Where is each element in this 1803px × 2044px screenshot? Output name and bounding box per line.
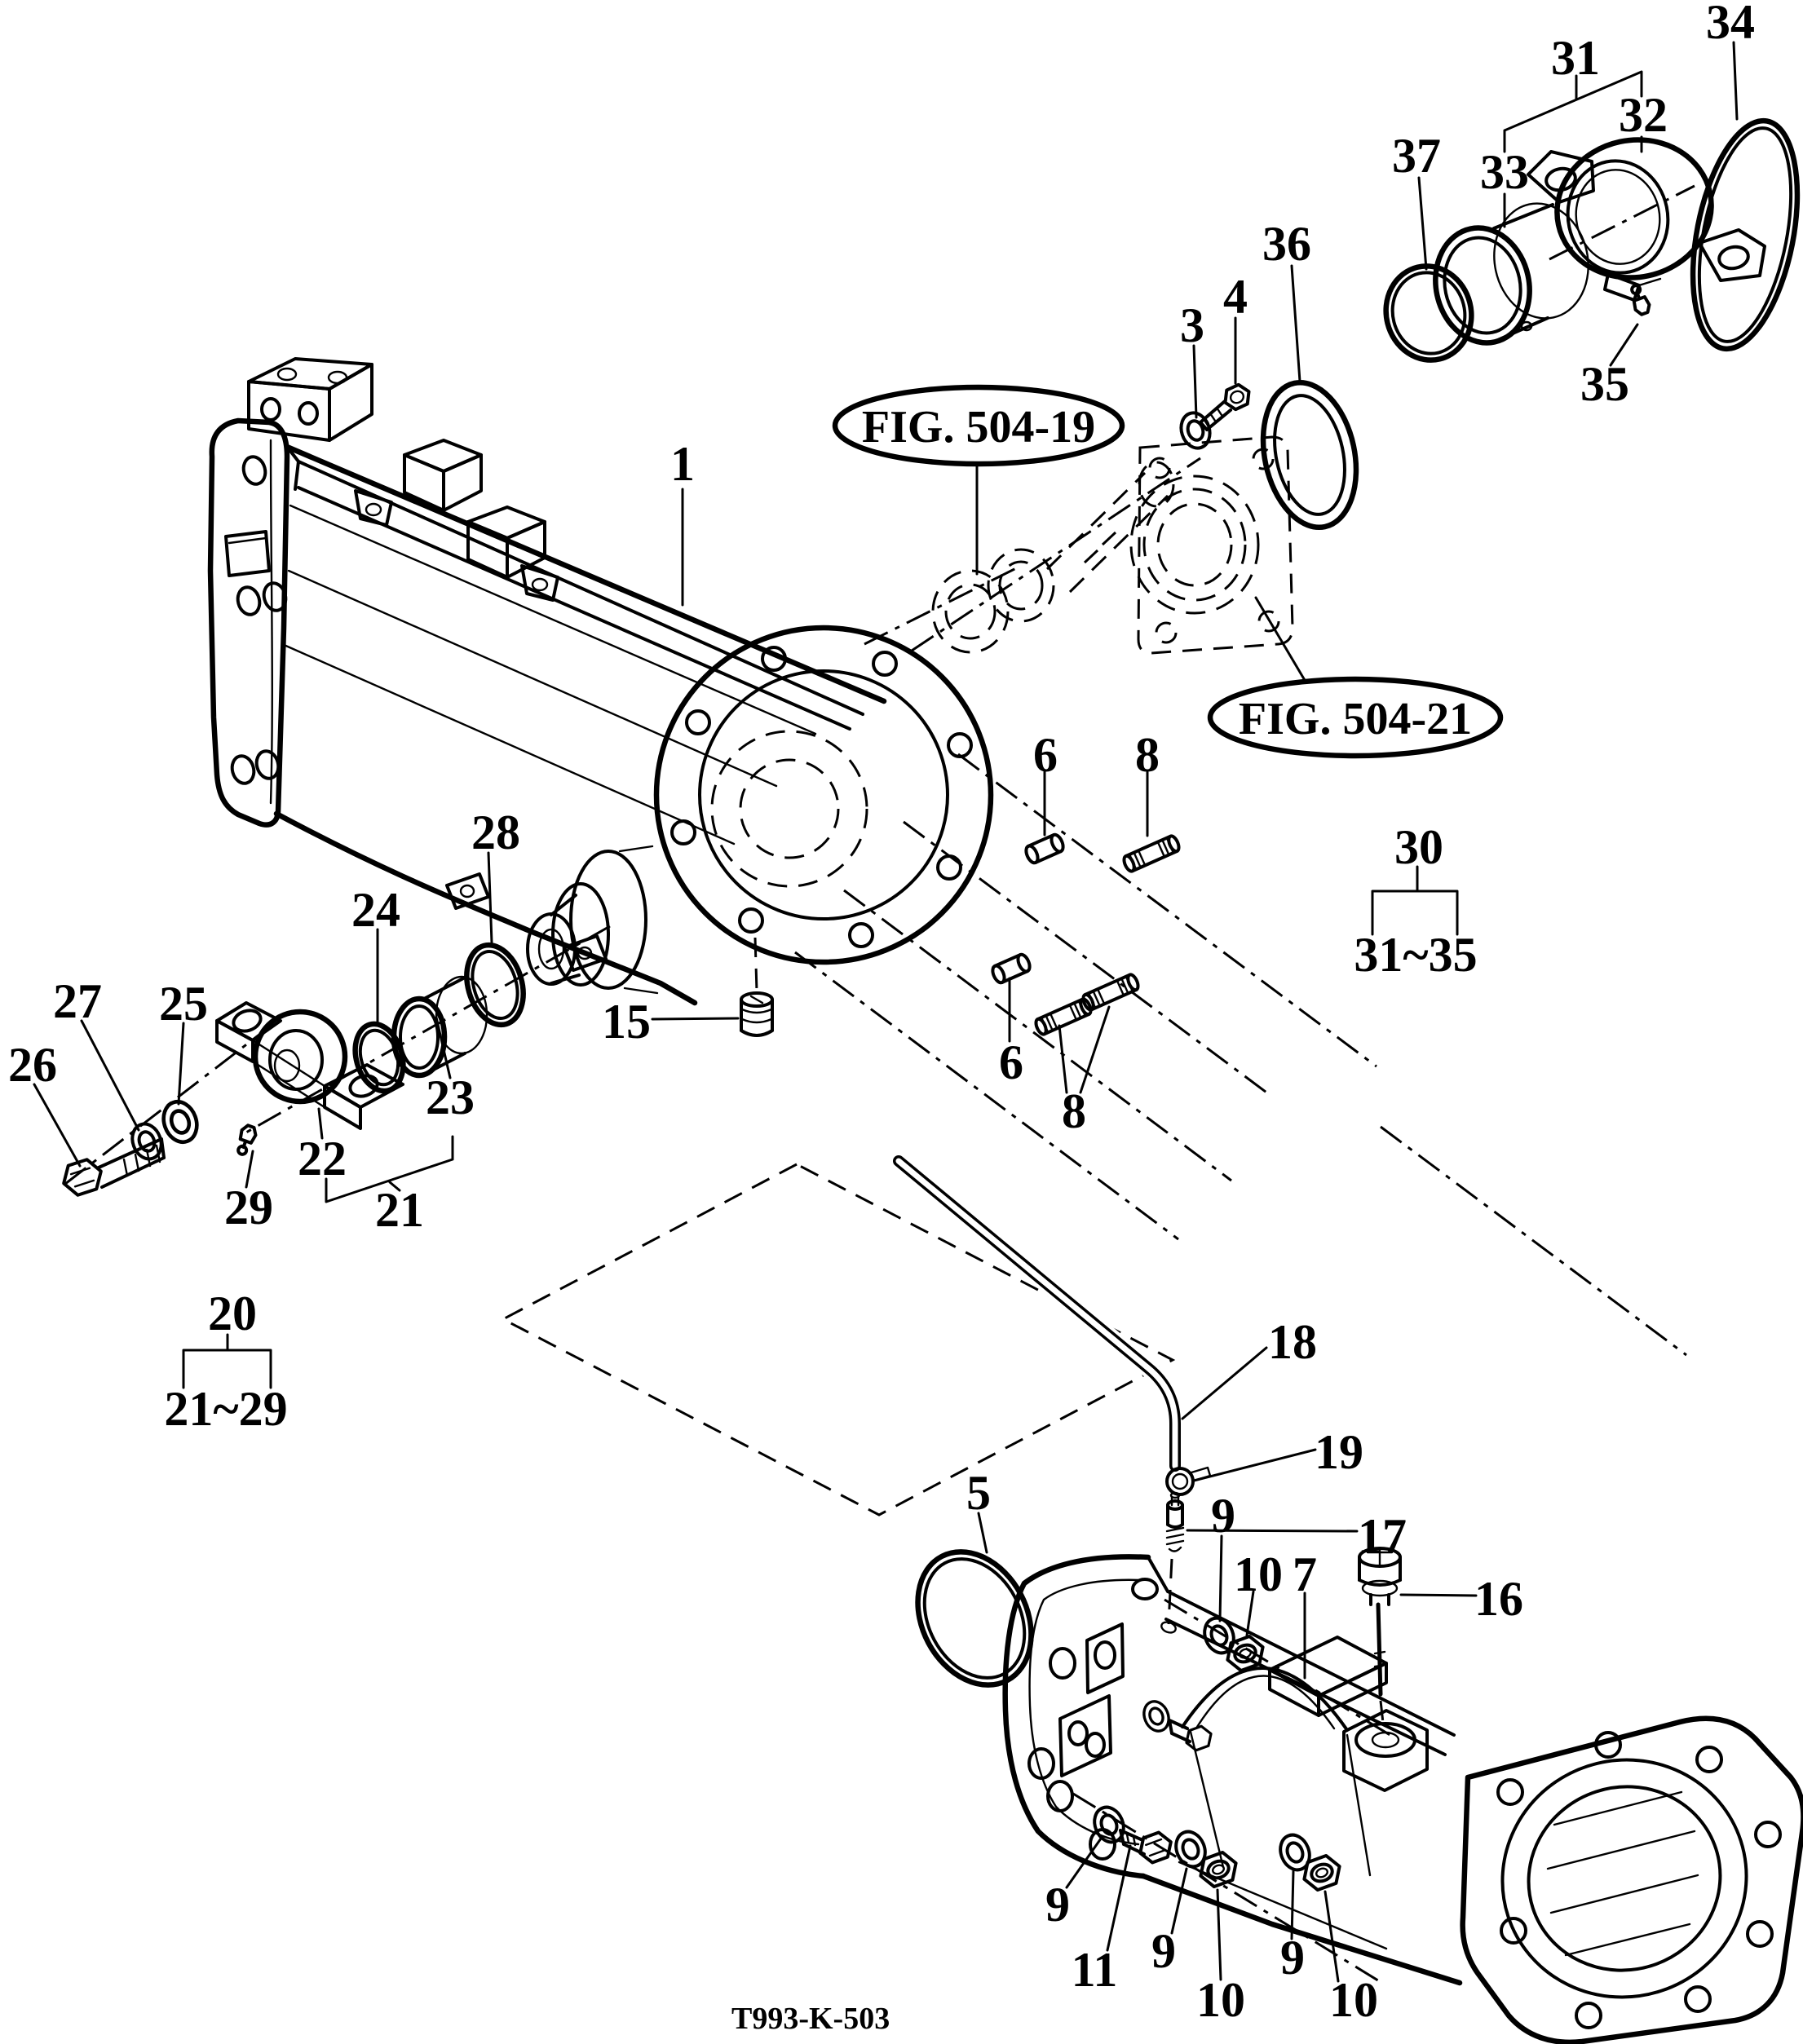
callout-20: 20 <box>208 1287 257 1340</box>
callout-4: 4 <box>1223 270 1248 324</box>
callout-19: 19 <box>1315 1425 1363 1479</box>
part-17-joint <box>1165 1491 1185 1552</box>
callout-35: 35 <box>1580 357 1629 411</box>
figure-ref-504-21: FIG. 504-21 <box>1239 694 1472 744</box>
callout-21: 21 <box>375 1183 424 1237</box>
callout-9-b: 9 <box>1151 1924 1176 1978</box>
callout-6-upper: 6 <box>1033 728 1058 782</box>
callout-36: 36 <box>1262 217 1311 271</box>
callout-32: 32 <box>1619 88 1668 142</box>
part-33-bushing-ring <box>1433 202 1589 346</box>
pivot-support-assembly <box>62 942 526 1197</box>
callout-23: 23 <box>426 1071 475 1124</box>
part-25-washer <box>158 1097 202 1147</box>
inner-bolt <box>1168 1719 1213 1752</box>
ghost-bevel-gear-shaft <box>931 461 1175 654</box>
callout-6-lower: 6 <box>999 1035 1023 1089</box>
callout-27: 27 <box>53 974 102 1028</box>
callout-24: 24 <box>351 883 400 937</box>
part-6-pin-lower <box>988 951 1034 987</box>
callout-1: 1 <box>670 437 695 491</box>
part-10-nut-b <box>1297 1851 1346 1895</box>
part-6-pin-upper <box>1022 831 1067 867</box>
bearing-holder-assembly <box>1175 117 1801 531</box>
figure-ref-ellipse-504-19 <box>832 384 1125 467</box>
callout-37: 37 <box>1392 129 1441 183</box>
callout-10-b: 10 <box>1329 1973 1378 2027</box>
group-bracket-30 <box>1371 865 1459 936</box>
callout-16: 16 <box>1474 1572 1523 1626</box>
callout-10-top: 10 <box>1234 1547 1283 1601</box>
callout-range-21-29: 21~29 <box>164 1382 287 1436</box>
part-11-bolt <box>1119 1829 1173 1865</box>
group-bracket-21 <box>325 1135 454 1203</box>
right-flange <box>1460 1715 1803 2044</box>
callout-9-a: 9 <box>1045 1878 1070 1931</box>
callout-34: 34 <box>1706 0 1755 49</box>
callout-15: 15 <box>602 995 651 1048</box>
part-10-nut-a <box>1194 1848 1243 1892</box>
callout-8-lower: 8 <box>1062 1084 1086 1138</box>
part-4-bolt <box>1199 382 1251 431</box>
part-37-o-ring <box>1383 263 1474 363</box>
group-bracket-20 <box>182 1333 272 1389</box>
callout-28: 28 <box>471 806 520 859</box>
callout-18: 18 <box>1268 1315 1317 1369</box>
callout-9-c: 9 <box>1280 1931 1305 1984</box>
callout-26: 26 <box>8 1038 57 1092</box>
part-19-clamp <box>1165 1466 1212 1496</box>
inner-washer <box>1138 1696 1175 1737</box>
part-32-bearing-holder <box>1527 137 1766 302</box>
leader-lines <box>33 41 1739 1983</box>
callout-7: 7 <box>1293 1547 1317 1601</box>
main-axle-housing <box>207 357 994 1037</box>
callout-11: 11 <box>1072 1943 1118 1997</box>
callout-10-a: 10 <box>1196 1973 1245 2027</box>
callout-33: 33 <box>1480 145 1529 199</box>
callout-range-31-35: 31~35 <box>1354 928 1477 982</box>
part-29-grease-fitting <box>232 1122 260 1159</box>
ghost-flange-plate <box>1129 435 1294 655</box>
part-28-o-ring <box>464 942 526 1028</box>
part-36-ring <box>1260 379 1359 531</box>
callout-30: 30 <box>1394 820 1443 874</box>
lower-axle-housing <box>1002 1554 1803 2044</box>
part-9-washer-c <box>1273 1829 1317 1876</box>
callout-5: 5 <box>966 1466 991 1520</box>
part-22-support <box>215 1001 404 1130</box>
dowel-pins-and-studs <box>988 831 1183 1038</box>
callout-9-top: 9 <box>1211 1489 1235 1543</box>
part-34-o-ring <box>1690 117 1801 352</box>
callout-17: 17 <box>1358 1509 1407 1563</box>
part-8-stud-upper <box>1120 832 1183 875</box>
figure-references: FIG. 504-19 FIG. 504-21 <box>832 384 1504 759</box>
callout-3: 3 <box>1180 298 1204 352</box>
rear-flange-face <box>653 625 994 965</box>
part-7-housing-boss <box>1268 1636 1388 1717</box>
callout-22: 22 <box>298 1132 347 1185</box>
drawing-code: T993-K-503 <box>731 2002 890 2036</box>
reference-plane-outline <box>500 1163 1176 1516</box>
figure-ref-504-19: FIG. 504-19 <box>862 402 1095 453</box>
part-5-o-ring <box>915 1549 1034 1688</box>
part-26-bolt <box>62 1137 166 1197</box>
part-15-plug <box>740 991 774 1037</box>
callout-25: 25 <box>159 977 208 1031</box>
callouts: 1 3 4 36 37 33 31 32 34 35 6 8 6 8 30 31… <box>8 0 1755 2027</box>
part-23-bushing <box>391 975 488 1079</box>
part-16-dipstick <box>1358 1547 1402 1697</box>
figure-ref-ellipse-504-21 <box>1207 676 1504 759</box>
pivot-trunnion-boss <box>526 845 659 995</box>
callout-8-upper: 8 <box>1135 728 1160 782</box>
callout-31: 31 <box>1551 31 1600 85</box>
callout-29: 29 <box>224 1181 273 1234</box>
